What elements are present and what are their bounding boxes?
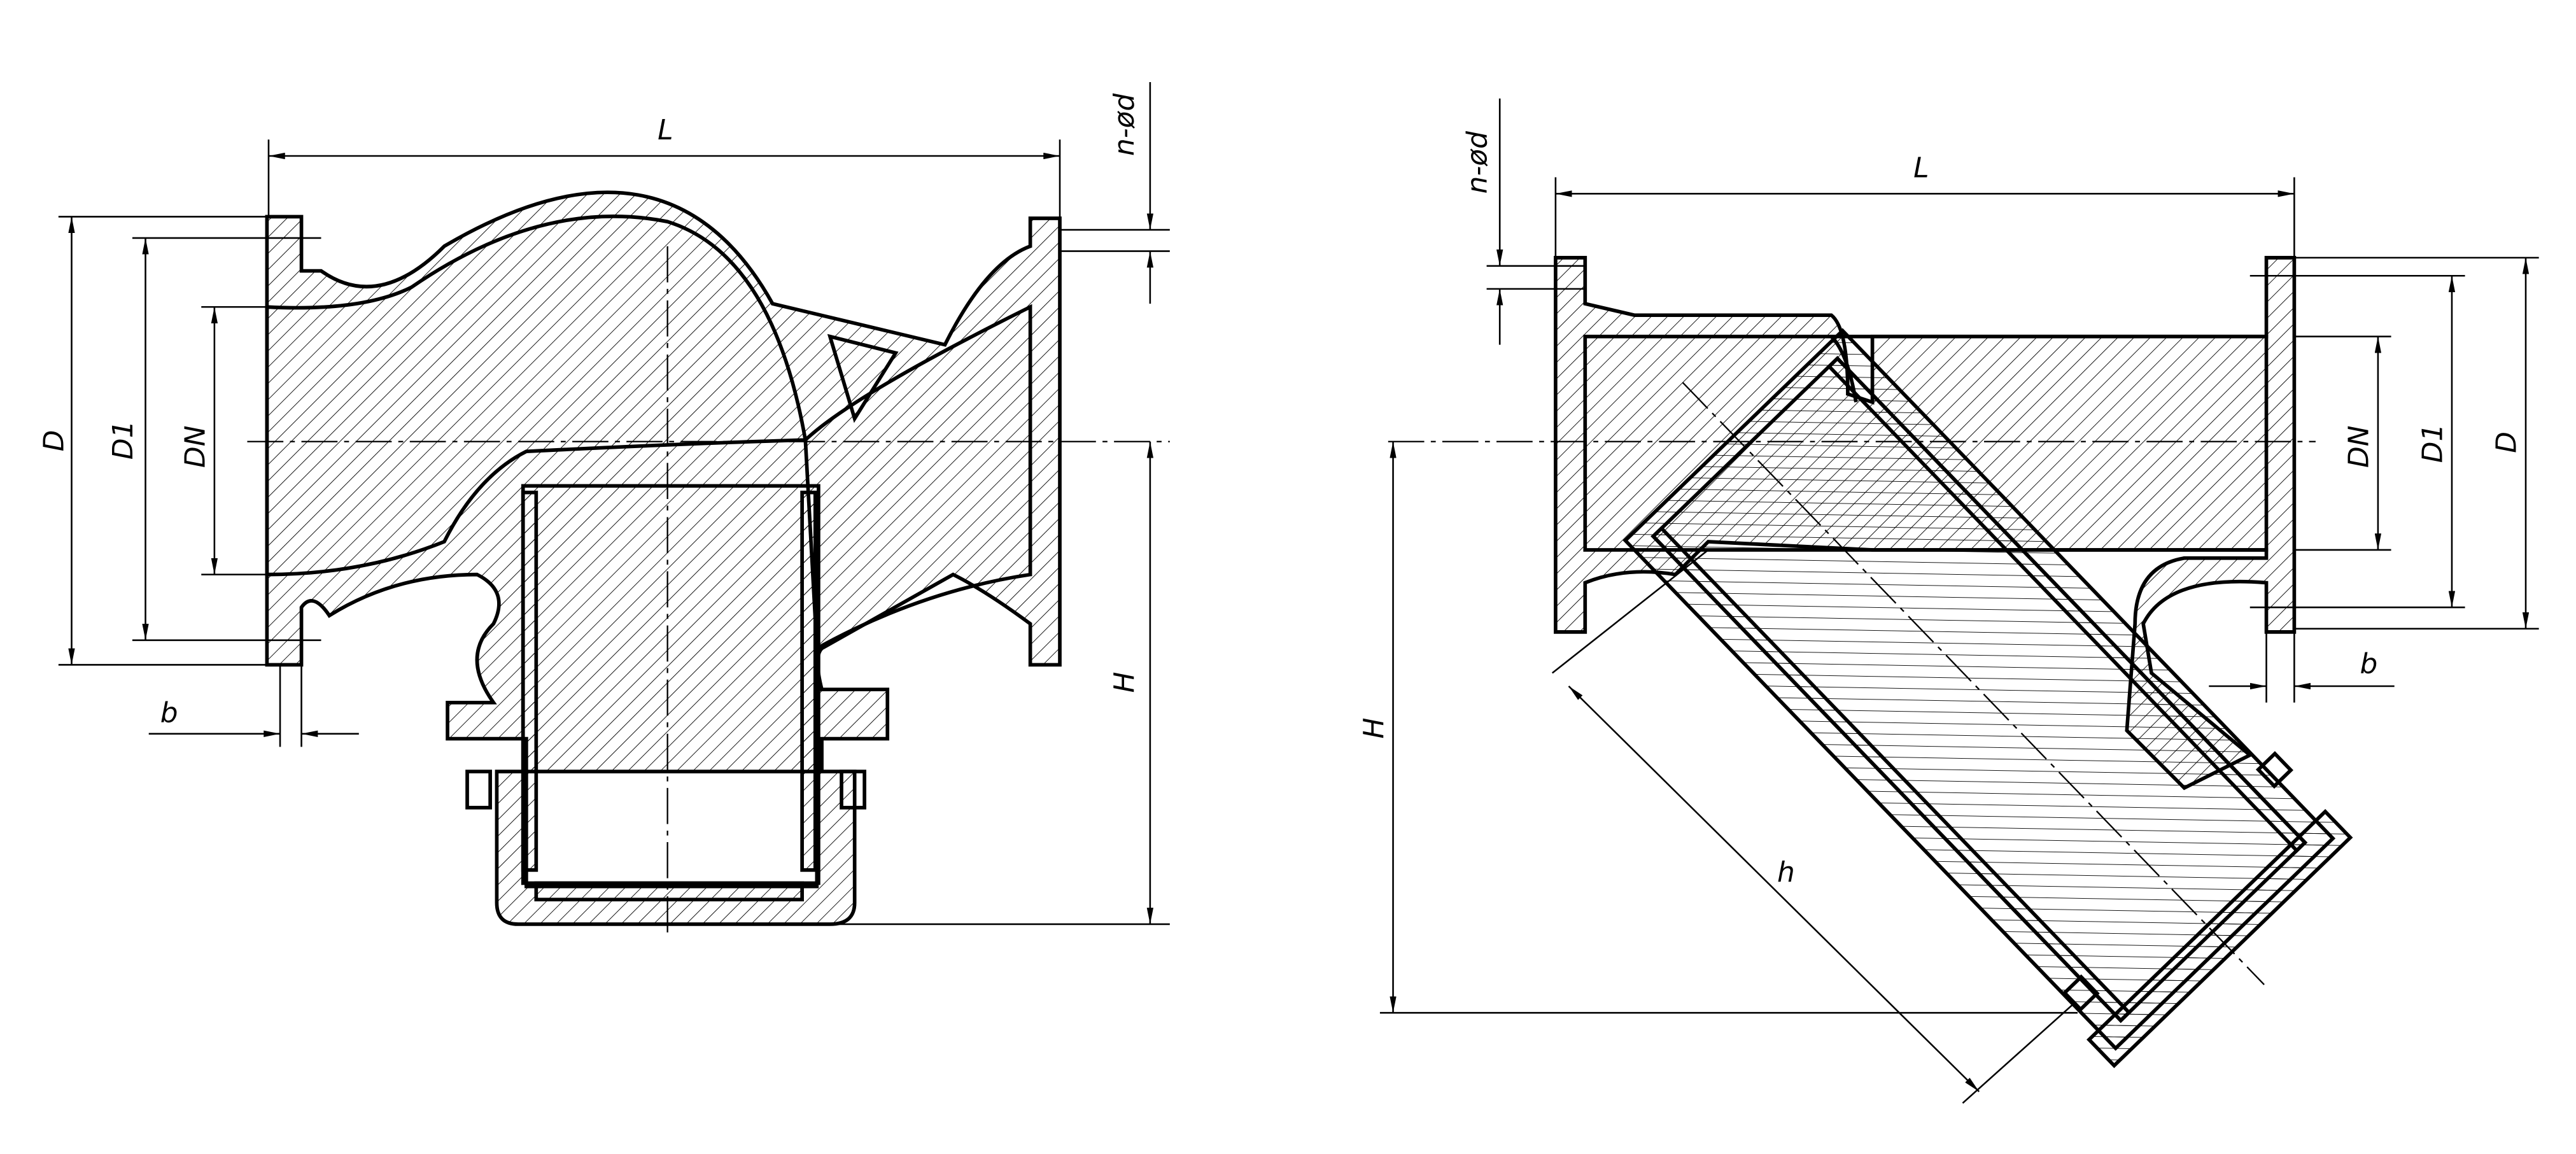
dim-D1: D1 <box>107 420 139 460</box>
dim-D: D <box>2491 432 2523 453</box>
dim-b: b <box>2360 647 2378 680</box>
dim-H: H <box>1108 672 1141 693</box>
y-strainer-section: L n-ød DN D1 D b H h <box>1358 98 2539 1104</box>
basket-strainer-section: L n-ød D D1 DN b H <box>38 81 1170 939</box>
dim-n-d: n-ød <box>1108 93 1141 156</box>
dim-L: L <box>658 114 673 146</box>
dim-n-d: n-ød <box>1461 130 1494 194</box>
dim-D1: D1 <box>2416 424 2449 463</box>
dim-L: L <box>1913 152 1929 185</box>
dim-b: b <box>160 697 178 729</box>
dim-DN: DN <box>179 425 211 468</box>
dim-D: D <box>38 430 71 451</box>
dim-DN: DN <box>2342 425 2375 468</box>
dim-H: H <box>1358 718 1390 739</box>
dim-h: h <box>1777 856 1795 889</box>
